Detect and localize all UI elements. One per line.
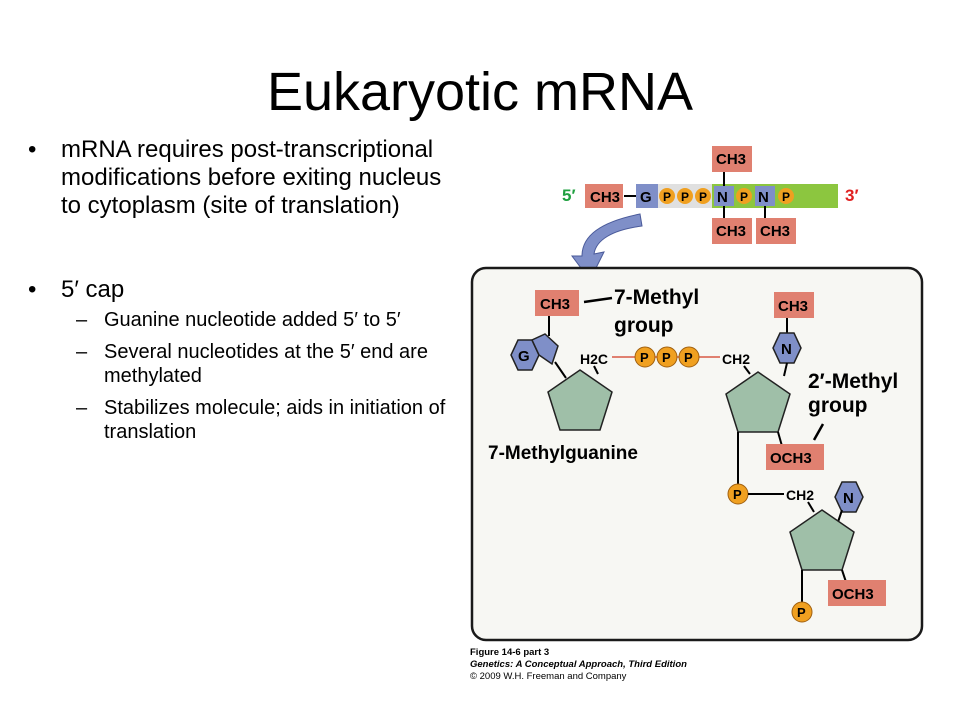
guanine-sugar-bond bbox=[554, 361, 567, 379]
strip-bottom-ch3-box-2 bbox=[756, 218, 796, 244]
nucleotide-2-base-label: N bbox=[843, 490, 854, 507]
cap-phosphate-3 bbox=[678, 346, 700, 368]
sub-bullet-marker: – bbox=[76, 341, 88, 363]
slide-title: Eukaryotic mRNA bbox=[266, 62, 694, 122]
nucleotide-1-sugar bbox=[725, 371, 791, 433]
sub-bullet-text: Several nucleotides at the 5′ end are me… bbox=[104, 341, 428, 387]
methyl-7-label-line2: group bbox=[614, 314, 673, 337]
strip-phosphate-4-label: P bbox=[740, 190, 748, 204]
methyl-7-label-line1: 7-Methyl bbox=[614, 286, 699, 309]
strip-nucleotide-2 bbox=[755, 186, 775, 206]
strip-ch3-label: CH3 bbox=[590, 189, 620, 206]
sub-bullet-text: Guanine nucleotide added 5′ to 5′ bbox=[104, 309, 401, 331]
cap-phosphate-2-label: P bbox=[662, 350, 671, 365]
strip-phosphate-2-label: P bbox=[681, 190, 689, 204]
strip-top-ch3-label: CH3 bbox=[716, 151, 746, 168]
strip-phosphate-4 bbox=[736, 188, 752, 204]
tail-phosphate-label: P bbox=[797, 605, 806, 620]
sub-bullet-marker: – bbox=[76, 397, 88, 419]
ch2-label-2: CH2 bbox=[786, 487, 814, 503]
caption-line-3: © 2009 W.H. Freeman and Company bbox=[470, 671, 627, 682]
tail-phosphate bbox=[791, 601, 813, 623]
bullet-mrna-modifications: • mRNA requires post-transcriptional mod… bbox=[28, 136, 458, 220]
sub-bullet-stabilizes: – Stabilizes molecule; aids in initiatio… bbox=[28, 396, 458, 444]
mrna-strip: 5′ CH3 G P P P N P N P 3′ CH3 CH3 CH3 bbox=[562, 146, 859, 244]
strip-bottom-ch3-box-1 bbox=[712, 218, 752, 244]
methyl-2-label-line2: group bbox=[808, 394, 867, 417]
backbone-phosphate-label: P bbox=[733, 487, 742, 502]
methylguanine-sugar bbox=[547, 369, 613, 431]
nucleotide-2-base bbox=[834, 481, 864, 513]
nucleotide-1-base-bond bbox=[783, 362, 788, 377]
strip-guanine-box bbox=[636, 184, 658, 208]
strip-top-ch3-box bbox=[712, 146, 752, 172]
guanine-label: G bbox=[518, 348, 530, 365]
cap-phosphate-1-label: P bbox=[640, 350, 649, 365]
bullet-five-prime-cap: • 5′ cap bbox=[28, 276, 458, 304]
ch2-bond-1 bbox=[743, 365, 751, 375]
methylguanine-label: 7-Methylguanine bbox=[488, 443, 638, 464]
strip-phosphate-2 bbox=[677, 188, 693, 204]
strip-ch3-box bbox=[585, 184, 623, 208]
nucleotide-2-sugar bbox=[789, 509, 855, 571]
cap-phosphate-3-label: P bbox=[684, 350, 693, 365]
h2c-bond bbox=[593, 365, 599, 375]
sub-bullet-text: Stabilizes molecule; aids in initiation … bbox=[104, 397, 446, 443]
strip-nucleotide-1-label: N bbox=[717, 189, 728, 206]
methyl-2-pointer bbox=[812, 423, 825, 441]
och3-box-1 bbox=[766, 444, 824, 470]
cap-phosphate-2 bbox=[656, 346, 678, 368]
strip-phosphate-5 bbox=[778, 188, 794, 204]
caption-line-2: Genetics: A Conceptual Approach, Third E… bbox=[470, 659, 687, 670]
bullet-list: • mRNA requires post-transcriptional mod… bbox=[28, 136, 458, 452]
caption-line-1: Figure 14-6 part 3 bbox=[470, 647, 550, 658]
bullet-text: mRNA requires post-transcriptional modif… bbox=[61, 136, 442, 219]
cap-ch3-label: CH3 bbox=[540, 296, 570, 313]
methyl-7-pointer bbox=[583, 296, 613, 304]
strip-phosphate-5-label: P bbox=[782, 190, 790, 204]
strip-bottom-ch3-label-2: CH3 bbox=[760, 223, 790, 240]
och3-label-1: OCH3 bbox=[770, 450, 812, 467]
strip-phosphate-1 bbox=[659, 188, 675, 204]
h2c-label: H2C bbox=[580, 351, 608, 367]
bullet-marker: • bbox=[28, 276, 37, 303]
nucleotide-1-ch3-label: CH3 bbox=[778, 298, 808, 315]
och3-label-2: OCH3 bbox=[832, 586, 874, 603]
three-prime-label: 3′ bbox=[845, 186, 859, 205]
strip-phosphate-3-label: P bbox=[699, 190, 707, 204]
sub-bullet-methylated: – Several nucleotides at the 5′ end are … bbox=[28, 340, 458, 388]
sub-bullet-marker: – bbox=[76, 309, 88, 331]
nucleotide-1-base-label: N bbox=[781, 341, 792, 358]
strip-bottom-ch3-label-1: CH3 bbox=[716, 223, 746, 240]
bullet-marker: • bbox=[28, 136, 37, 163]
cap-ch3-box bbox=[535, 290, 579, 316]
five-prime-label: 5′ bbox=[562, 186, 576, 205]
och3-bond-1 bbox=[777, 431, 783, 447]
nucleotide-1-ch3-box bbox=[774, 292, 814, 318]
nucleotide-2-base-bond bbox=[837, 509, 843, 523]
sub-bullet-list: – Guanine nucleotide added 5′ to 5′ – Se… bbox=[28, 308, 458, 444]
figure-caption: Figure 14-6 part 3 Genetics: A Conceptua… bbox=[470, 647, 687, 683]
nucleotide-1-base bbox=[772, 332, 802, 364]
strip-nucleotide-1 bbox=[714, 186, 734, 206]
ch2-label-1: CH2 bbox=[722, 351, 750, 367]
strip-nucleotide-2-label: N bbox=[758, 189, 769, 206]
strip-phosphate-3 bbox=[695, 188, 711, 204]
methyl-2-label-line1: 2′-Methyl bbox=[808, 370, 898, 393]
bullet-text: 5′ cap bbox=[61, 276, 125, 303]
ch2-bond-2 bbox=[807, 501, 815, 513]
guanine-pentagon bbox=[531, 333, 559, 366]
strip-guanine-label: G bbox=[640, 189, 652, 206]
cap-phosphate-1 bbox=[634, 346, 656, 368]
och3-box-2 bbox=[828, 580, 886, 606]
strip-phosphate-1-label: P bbox=[663, 190, 671, 204]
sub-bullet-guanine-added: – Guanine nucleotide added 5′ to 5′ bbox=[28, 308, 458, 332]
